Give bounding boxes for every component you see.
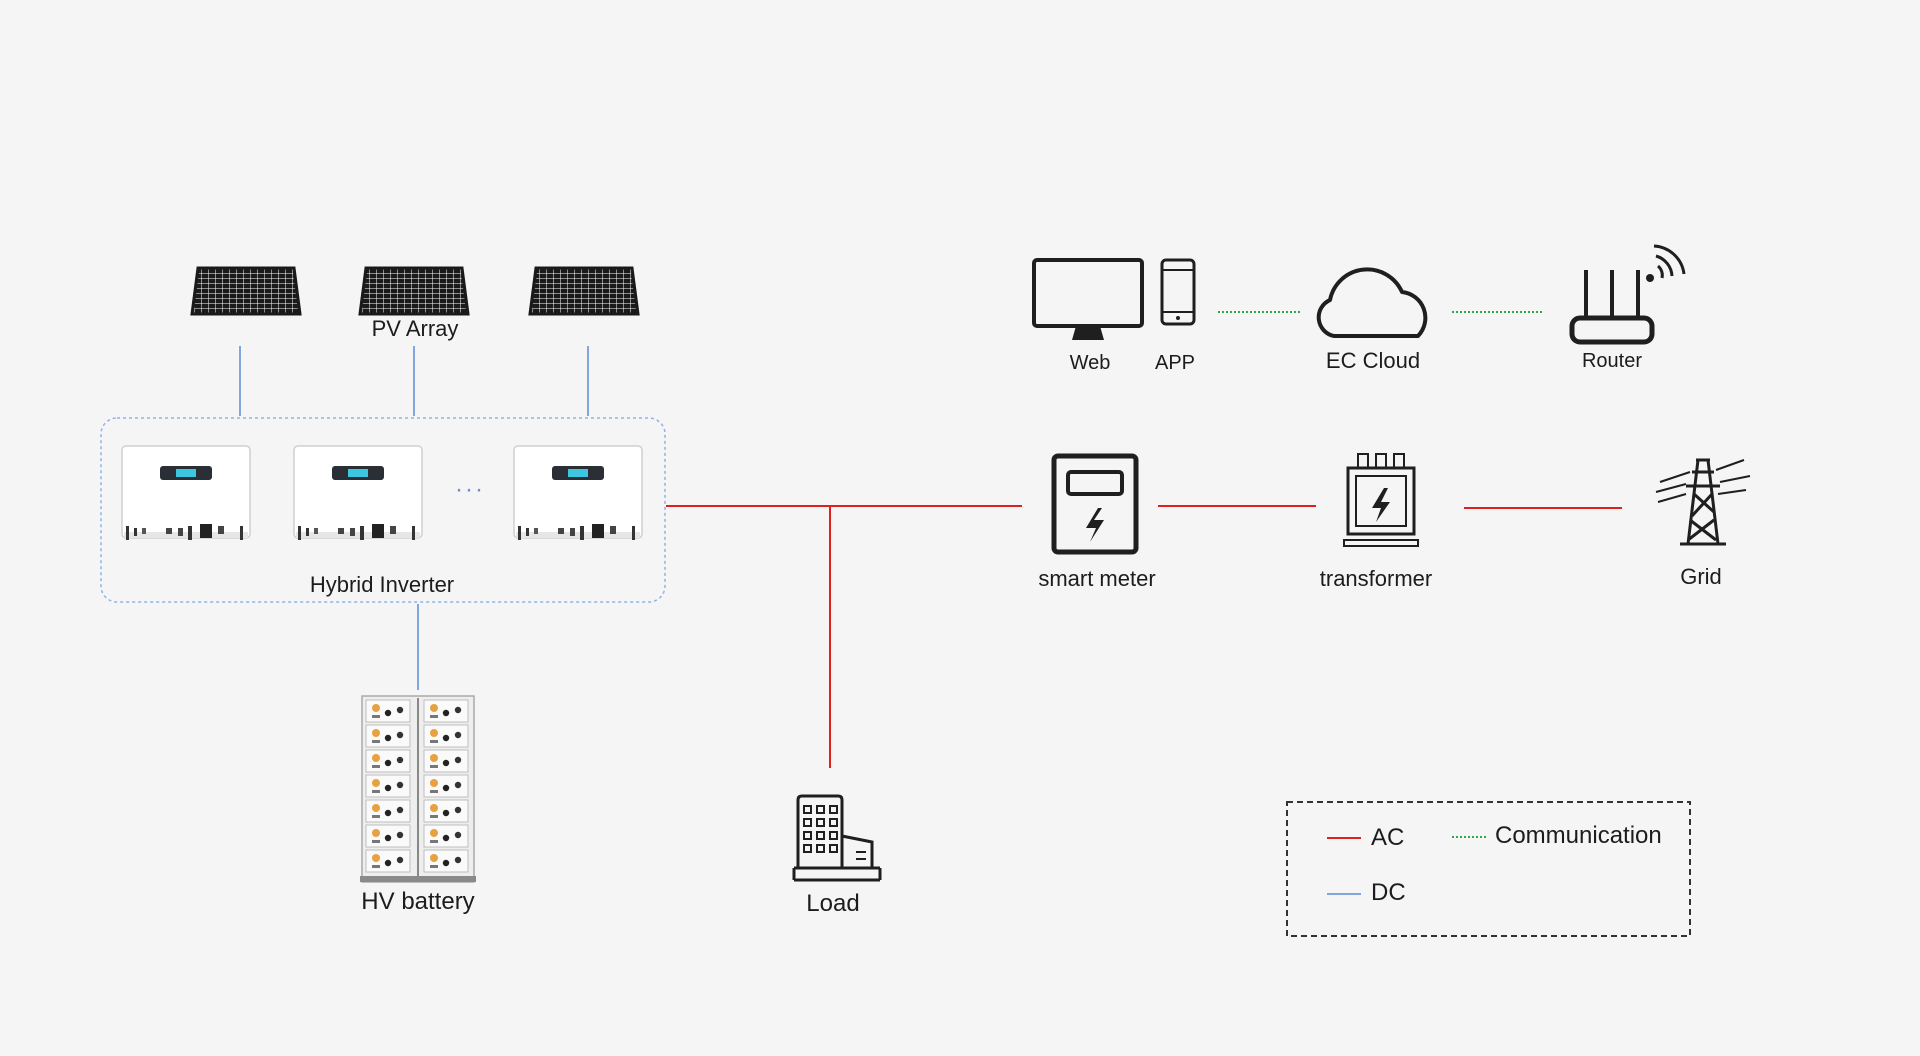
legend-dc-label: DC [1371,879,1406,906]
legend-ac-label: AC [1371,824,1405,851]
ec-cloud-label: EC Cloud [1325,348,1421,373]
legend-communication-label: Communication [1495,822,1662,849]
load-label: Load [806,890,860,917]
inverter-icon [293,445,423,541]
smart-meter-label: smart meter [1038,566,1156,591]
router-label: Router [1581,350,1643,372]
pv-array [190,266,640,316]
legend-box [1286,801,1691,937]
inverter-ellipsis: ··· [455,476,485,503]
inverter-icon [513,445,643,541]
pv-array-label: PV Array [371,316,459,341]
router-icon [1569,244,1686,345]
grid-label: Grid [1680,564,1722,589]
web-label: Web [1069,352,1111,374]
building-icon [792,794,882,882]
solar-panel-icon [190,266,302,316]
dc-lines [239,346,589,690]
transformer-icon [1343,453,1419,547]
hybrid-inverter-group [100,417,666,603]
solar-panel-icon [528,266,640,316]
hv-battery-label: HV battery [361,888,475,915]
smart-meter-icon [1051,453,1139,555]
transformer-label: transformer [1319,566,1433,591]
hv-battery-icon [360,695,476,883]
phone-icon [1160,258,1196,326]
inverter-icon [121,445,251,541]
monitor-icon [1032,258,1144,340]
solar-panel-icon [358,266,470,316]
app-label: APP [1154,352,1196,374]
cloud-outline [1316,267,1428,338]
ac-lines [666,505,1622,768]
pylon-icon [1655,458,1751,546]
hybrid-inverter-label: Hybrid Inverter [309,572,455,597]
